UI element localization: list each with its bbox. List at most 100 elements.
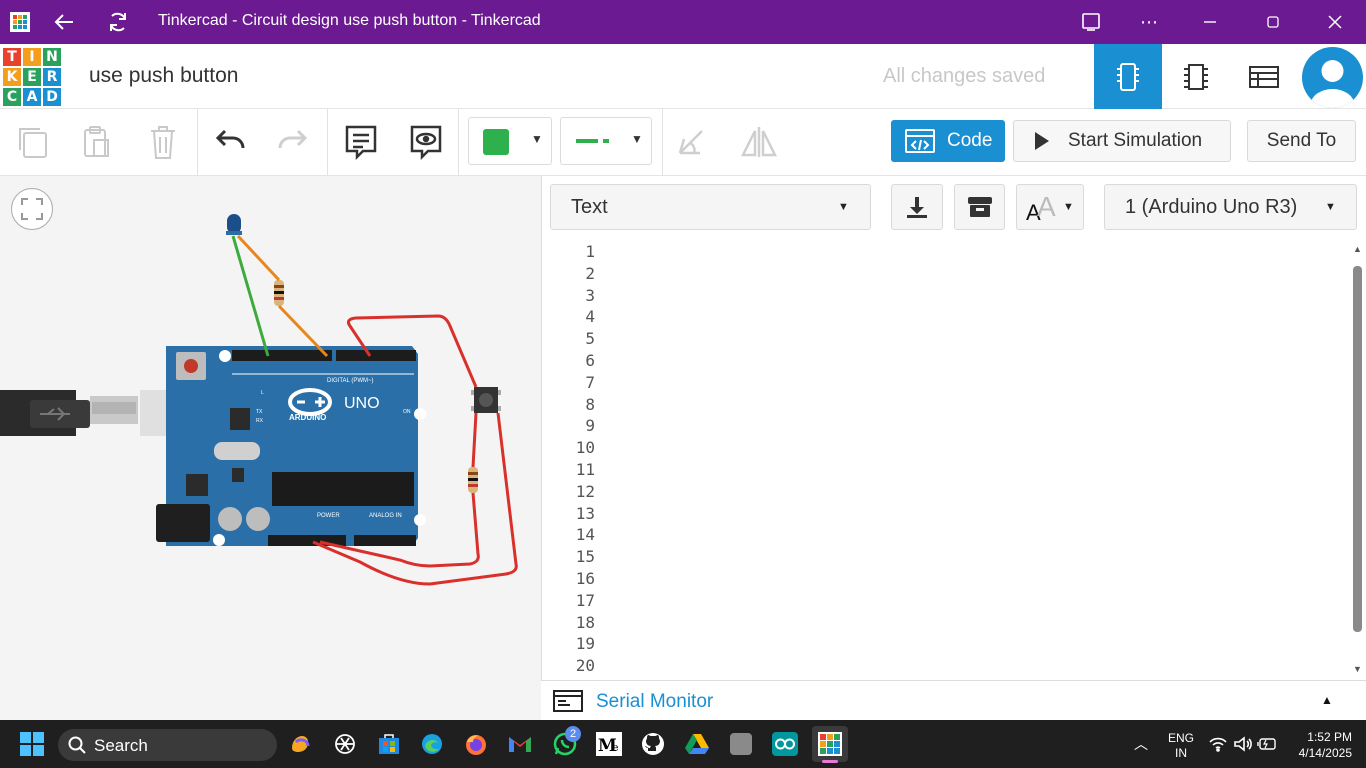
- toolbar-divider: [662, 109, 663, 175]
- component-list-icon: [1249, 65, 1279, 88]
- copy-button[interactable]: [8, 118, 58, 166]
- circuit-drawing[interactable]: UNO ARDUINO DIGITAL (PWM~) POWER ANALOG …: [0, 176, 541, 720]
- line-number: 16: [575, 568, 595, 588]
- google-drive-icon[interactable]: [681, 728, 713, 760]
- back-arrow-icon[interactable]: [52, 10, 76, 34]
- code-mode-dropdown[interactable]: Text ▼: [550, 184, 871, 230]
- line-number: 6: [585, 350, 595, 370]
- copy-icon: [19, 128, 47, 158]
- scroll-up-icon[interactable]: ▲: [1353, 244, 1362, 254]
- user-avatar[interactable]: [1302, 47, 1363, 108]
- refresh-icon[interactable]: [106, 10, 130, 34]
- edge-browser-icon[interactable]: [416, 728, 448, 760]
- chevron-up-icon[interactable]: ▲: [1321, 693, 1333, 707]
- wire-red-gnd[interactable]: [319, 412, 480, 568]
- code-button[interactable]: Code: [891, 120, 1005, 162]
- redo-button[interactable]: [268, 118, 318, 166]
- line-number: 5: [585, 329, 595, 349]
- rotate-button[interactable]: [666, 118, 716, 166]
- wire-orange-top[interactable]: [236, 234, 281, 282]
- line-number: 15: [575, 547, 595, 567]
- circuit-view-button[interactable]: [1094, 44, 1162, 109]
- clock-time: 1:52 PM: [1307, 730, 1352, 744]
- paste-button[interactable]: [71, 118, 121, 166]
- logo-letter: R: [43, 68, 61, 86]
- scroll-down-icon[interactable]: ▼: [1353, 664, 1362, 674]
- led-component[interactable]: [226, 214, 242, 235]
- more-options-icon[interactable]: ⋯: [1140, 11, 1158, 32]
- language-code: ENG: [1168, 731, 1195, 745]
- download-code-button[interactable]: [891, 184, 943, 230]
- cast-icon[interactable]: [1079, 10, 1103, 34]
- resistor-button[interactable]: [468, 467, 478, 493]
- wire-red-pin4[interactable]: [347, 314, 478, 388]
- wifi-icon[interactable]: [1209, 736, 1227, 757]
- wire-orange-bottom[interactable]: [277, 304, 329, 358]
- clock[interactable]: 1:52 PM 4/14/2025: [1286, 729, 1352, 761]
- firefox-icon[interactable]: [460, 728, 492, 760]
- whatsapp-icon[interactable]: 2: [549, 726, 581, 760]
- chevron-down-icon: ▼: [531, 132, 543, 146]
- undo-button[interactable]: [205, 118, 255, 166]
- battery-icon[interactable]: [1257, 737, 1277, 756]
- color-picker[interactable]: ▼: [468, 117, 552, 165]
- scrollbar-thumb[interactable]: [1353, 266, 1362, 632]
- component-list-button[interactable]: [1230, 44, 1298, 109]
- device-dropdown[interactable]: 1 (Arduino Uno R3) ▼: [1104, 184, 1357, 230]
- tinkercad-app-icon: [8, 10, 32, 34]
- line-number: 7: [585, 372, 595, 392]
- logo-letter: T: [3, 48, 21, 66]
- tinkercad-taskbar-icon[interactable]: [812, 726, 848, 763]
- code-editor-panel: [541, 176, 1366, 720]
- serial-monitor-bar[interactable]: Serial Monitor ▲: [541, 680, 1366, 720]
- volume-icon[interactable]: [1233, 736, 1253, 757]
- arduino-ide-icon[interactable]: [769, 728, 801, 760]
- code-scrollbar[interactable]: ▲ ▼: [1351, 244, 1365, 678]
- line-number: 17: [575, 590, 595, 610]
- chatgpt-icon[interactable]: [329, 728, 361, 760]
- generic-app-icon[interactable]: [725, 728, 757, 760]
- microsoft-store-icon[interactable]: [373, 728, 405, 760]
- windows-start-icon[interactable]: [16, 728, 48, 760]
- play-icon: [1035, 132, 1049, 150]
- fit-view-button[interactable]: [11, 188, 53, 230]
- redo-icon: [278, 129, 308, 149]
- close-icon[interactable]: [1323, 10, 1347, 34]
- project-name[interactable]: use push button: [89, 64, 239, 87]
- code-text-area[interactable]: [606, 241, 1346, 680]
- device-label: 1 (Arduino Uno R3): [1125, 195, 1298, 218]
- notes-visibility-button[interactable]: [401, 118, 451, 166]
- send-to-button[interactable]: Send To: [1247, 120, 1356, 162]
- wire-type-picker[interactable]: ▼: [560, 117, 652, 165]
- schematic-view-button[interactable]: [1162, 44, 1230, 109]
- github-icon[interactable]: [637, 728, 669, 760]
- libraries-button[interactable]: [954, 184, 1005, 230]
- clock-date: 4/14/2025: [1298, 746, 1352, 760]
- language-indicator[interactable]: ENG IN: [1168, 731, 1194, 761]
- wire-green[interactable]: [231, 235, 270, 357]
- flip-button[interactable]: [734, 118, 784, 166]
- taskbar-search[interactable]: Search: [58, 729, 277, 761]
- start-simulation-button[interactable]: Start Simulation: [1013, 120, 1231, 162]
- minimize-icon[interactable]: [1198, 10, 1222, 34]
- copilot-icon[interactable]: [284, 728, 316, 760]
- push-button-component[interactable]: [471, 387, 501, 413]
- wire-line-icon: [576, 139, 609, 143]
- notes-button[interactable]: [336, 118, 386, 166]
- maximize-icon[interactable]: [1261, 10, 1285, 34]
- line-number: 13: [575, 503, 595, 523]
- circuit-canvas[interactable]: UNO ARDUINO DIGITAL (PWM~) POWER ANALOG …: [0, 176, 541, 720]
- code-label: Code: [947, 130, 993, 151]
- resistor-led[interactable]: [274, 280, 284, 306]
- logo-letter: I: [23, 48, 41, 66]
- wire-red-5v[interactable]: [312, 412, 518, 586]
- gmail-icon[interactable]: [504, 728, 536, 760]
- delete-button[interactable]: [138, 118, 188, 166]
- chevron-up-icon[interactable]: ︿: [1134, 736, 1148, 752]
- arduino-uno-board[interactable]: UNO ARDUINO DIGITAL (PWM~) POWER ANALOG …: [156, 346, 426, 546]
- line-number-gutter: 1 2 3 4 5 6 7 8 9 10 11 12 13 14 15 16 1…: [542, 241, 595, 680]
- tinkercad-logo[interactable]: T I N K E R C A D: [3, 48, 61, 106]
- line-number: 20: [575, 656, 595, 676]
